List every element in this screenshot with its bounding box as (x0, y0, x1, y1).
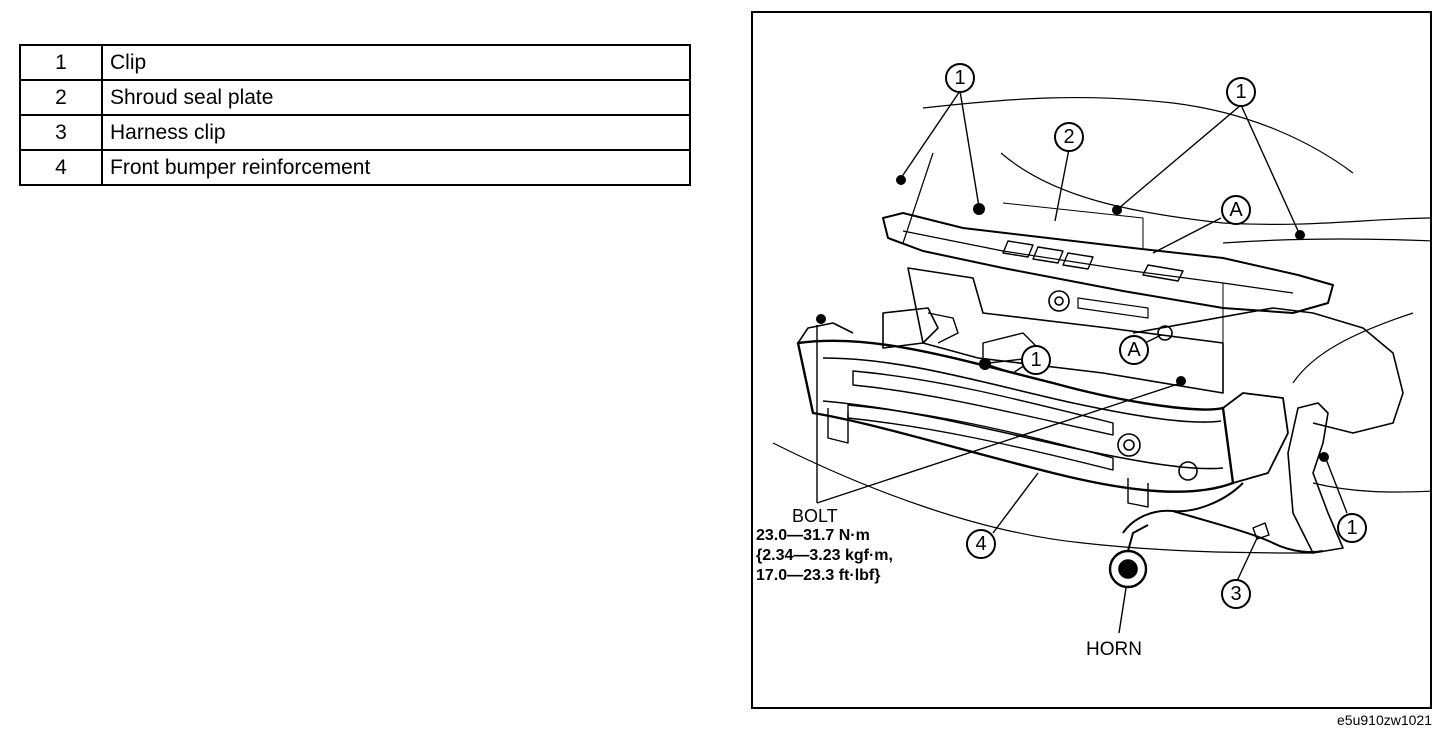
callout-4: 4 (966, 529, 996, 559)
callout-1: 1 (1226, 77, 1256, 107)
table-row: 4 Front bumper reinforcement (19, 149, 691, 186)
torque-kgf: {2.34—3.23 kgf·m, (756, 547, 893, 564)
torque-nm: 23.0—31.7 N·m (756, 527, 870, 544)
table-row: 1 Clip (19, 44, 691, 81)
callout-3: 3 (1221, 579, 1251, 609)
part-number: 3 (19, 114, 103, 151)
part-number: 2 (19, 79, 103, 116)
callout-a: A (1221, 195, 1251, 225)
bolt-title: BOLT (792, 506, 838, 526)
callout-a: A (1119, 335, 1149, 365)
torque-ftlbf: 17.0—23.3 ft·lbf} (756, 567, 881, 584)
callout-1: 1 (1021, 345, 1051, 375)
part-name: Harness clip (101, 114, 691, 151)
parts-table: 1 Clip 2 Shroud seal plate 3 Harness cli… (19, 44, 691, 186)
callout-2: 2 (1054, 122, 1084, 152)
part-name: Clip (101, 44, 691, 81)
horn-label: HORN (1086, 639, 1142, 660)
callout-1: 1 (945, 63, 975, 93)
part-name: Front bumper reinforcement (101, 149, 691, 186)
assembly-drawing (772, 90, 1430, 634)
callout-1: 1 (1337, 513, 1367, 543)
part-number: 1 (19, 44, 103, 81)
part-name: Shroud seal plate (101, 79, 691, 116)
part-number: 4 (19, 149, 103, 186)
exploded-view-figure: 1 1 2 A 1 A 1 4 3 BOLT 23.0—31.7 N·m {2.… (751, 11, 1432, 709)
table-row: 2 Shroud seal plate (19, 79, 691, 116)
figure-code: e5u910zw1021 (1337, 712, 1432, 728)
bolt-torque-label: BOLT 23.0—31.7 N·m {2.34—3.23 kgf·m, 17.… (756, 506, 893, 586)
table-row: 3 Harness clip (19, 114, 691, 151)
